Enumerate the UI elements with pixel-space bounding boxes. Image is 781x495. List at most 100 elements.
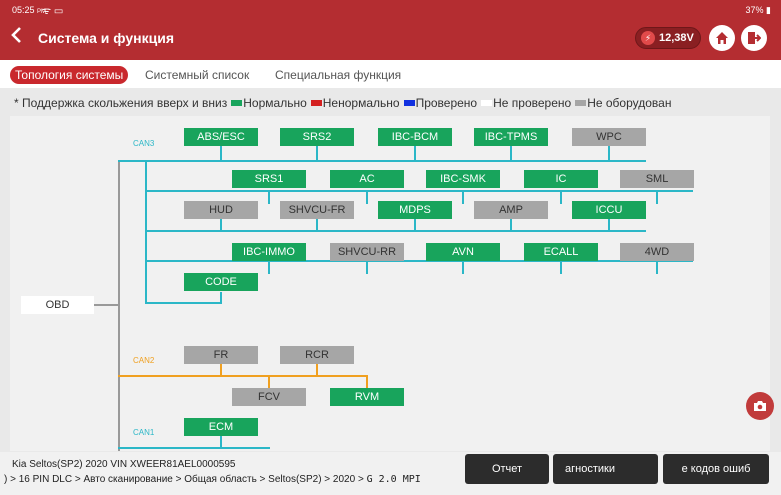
- screenshot-button[interactable]: [746, 392, 774, 420]
- swatch-abnormal: [310, 100, 322, 106]
- can3-row4-bus: [145, 260, 693, 262]
- swatch-normal: [231, 100, 243, 106]
- exit-icon: [748, 32, 761, 44]
- module-fr[interactable]: FR: [184, 346, 258, 364]
- module-ibc-smk[interactable]: IBC-SMK: [426, 170, 500, 188]
- obd-trunk: [118, 160, 120, 451]
- module-srs2[interactable]: SRS2: [280, 128, 354, 146]
- bus-label-can2: CAN2: [133, 356, 155, 365]
- legend-abnormal: Ненормально: [307, 96, 400, 110]
- tab-bar: Топология системы Системный список Специ…: [0, 60, 781, 88]
- stub: [462, 190, 464, 204]
- legend-unchecked: Не проверено: [477, 96, 571, 110]
- legend-checked: Проверено: [400, 96, 477, 110]
- navigation-path: ) > 16 PIN DLC > Авто сканирование > Общ…: [4, 474, 421, 485]
- stub: [510, 216, 512, 232]
- can2-bus: [118, 375, 368, 377]
- status-time: 05:25 PM: [12, 5, 47, 15]
- swatch-unchecked: [481, 100, 493, 106]
- legend-not-equipped: Не оборудован: [571, 96, 671, 110]
- stub: [316, 216, 318, 232]
- stub: [316, 146, 318, 162]
- module-shvcu-fr[interactable]: SHVCU-FR: [280, 201, 354, 219]
- stub: [366, 190, 368, 204]
- obd-link: [94, 304, 118, 306]
- report-button[interactable]: Отчет: [465, 454, 549, 484]
- module-avn[interactable]: AVN: [426, 243, 500, 261]
- stub: [462, 260, 464, 274]
- bolt-icon: ⚡: [641, 31, 655, 45]
- module-ibc-bcm[interactable]: IBC-BCM: [378, 128, 452, 146]
- module-rcr[interactable]: RCR: [280, 346, 354, 364]
- scroll-note: * Поддержка скольжения вверх и вниз: [14, 96, 228, 110]
- can3-row1-bus: [118, 160, 646, 162]
- stub: [608, 216, 610, 232]
- bus-label-can3: CAN3: [133, 139, 155, 148]
- can1-bus: [118, 447, 270, 449]
- module-amp[interactable]: AMP: [474, 201, 548, 219]
- module-4wd[interactable]: 4WD: [620, 243, 694, 261]
- vehicle-info: Kia Seltos(SP2) 2020 VIN XWEER81AEL00005…: [12, 459, 236, 470]
- wifi-icon: ᯤ ▭: [42, 6, 64, 17]
- module-ecm[interactable]: ECM: [184, 418, 258, 436]
- module-ibc-immo[interactable]: IBC-IMMO: [232, 243, 306, 261]
- module-ac[interactable]: AC: [330, 170, 404, 188]
- stub: [560, 190, 562, 204]
- stub: [366, 260, 368, 274]
- stub: [220, 434, 222, 448]
- app-header: 05:25 PM ᯤ ▭ 37% ▮ Система и функция ⚡ 1…: [0, 0, 781, 60]
- stub: [366, 375, 368, 389]
- voltage-badge: ⚡ 12,38V: [635, 27, 701, 49]
- stub: [656, 190, 658, 204]
- stub: [268, 190, 270, 204]
- exit-button[interactable]: [741, 25, 767, 51]
- stub: [220, 216, 222, 232]
- stub: [220, 146, 222, 162]
- legend-normal: Нормально: [227, 96, 307, 110]
- home-icon: [716, 32, 728, 44]
- module-abs-esc[interactable]: ABS/ESC: [184, 128, 258, 146]
- module-iccu[interactable]: ICCU: [572, 201, 646, 219]
- stub: [316, 362, 318, 376]
- swatch-not-equipped: [575, 100, 587, 106]
- can3-row5-bus: [145, 302, 220, 304]
- stub: [414, 146, 416, 162]
- module-sml[interactable]: SML: [620, 170, 694, 188]
- can3-row2-bus: [145, 190, 693, 192]
- topology-canvas[interactable]: CAN3 CAN2 CAN1 OBD ABS/ESC SRS2 IBC-BCM …: [10, 116, 770, 451]
- status-bar: 05:25 PM ᯤ ▭ 37% ▮: [0, 0, 781, 20]
- diagnostics-button[interactable]: агностики: [553, 454, 658, 484]
- status-legend: * Поддержка скольжения вверх и вниз Норм…: [14, 96, 671, 110]
- module-wpc[interactable]: WPC: [572, 128, 646, 146]
- tab-special-function[interactable]: Специальная функция: [275, 68, 402, 82]
- camera-icon: [754, 401, 766, 411]
- module-code[interactable]: CODE: [184, 273, 258, 291]
- voltage-value: 12,38V: [659, 32, 694, 44]
- swatch-checked: [403, 100, 415, 106]
- module-rvm[interactable]: RVM: [330, 388, 404, 406]
- tab-topology[interactable]: Топология системы: [10, 66, 129, 84]
- module-srs1[interactable]: SRS1: [232, 170, 306, 188]
- obd-node: OBD: [21, 296, 94, 314]
- tab-system-list[interactable]: Системный список: [145, 68, 250, 82]
- bus-label-can1: CAN1: [133, 428, 155, 437]
- stub: [414, 216, 416, 232]
- module-shvcu-rr[interactable]: SHVCU-RR: [330, 243, 404, 261]
- home-button[interactable]: [709, 25, 735, 51]
- module-ic[interactable]: IC: [524, 170, 598, 188]
- can3-code-stub: [220, 292, 222, 304]
- module-fcv[interactable]: FCV: [232, 388, 306, 406]
- back-icon[interactable]: [10, 26, 30, 48]
- stub: [220, 362, 222, 376]
- stub: [268, 260, 270, 274]
- stub: [608, 146, 610, 162]
- module-hud[interactable]: HUD: [184, 201, 258, 219]
- can3-vertical: [145, 160, 147, 304]
- module-ecall[interactable]: ECALL: [524, 243, 598, 261]
- module-mdps[interactable]: MDPS: [378, 201, 452, 219]
- page-title: Система и функция: [38, 30, 175, 46]
- battery-indicator: 37% ▮: [745, 5, 771, 15]
- stub: [560, 260, 562, 274]
- clear-codes-button[interactable]: е кодов ошиб: [663, 454, 769, 484]
- module-ibc-tpms[interactable]: IBC-TPMS: [474, 128, 548, 146]
